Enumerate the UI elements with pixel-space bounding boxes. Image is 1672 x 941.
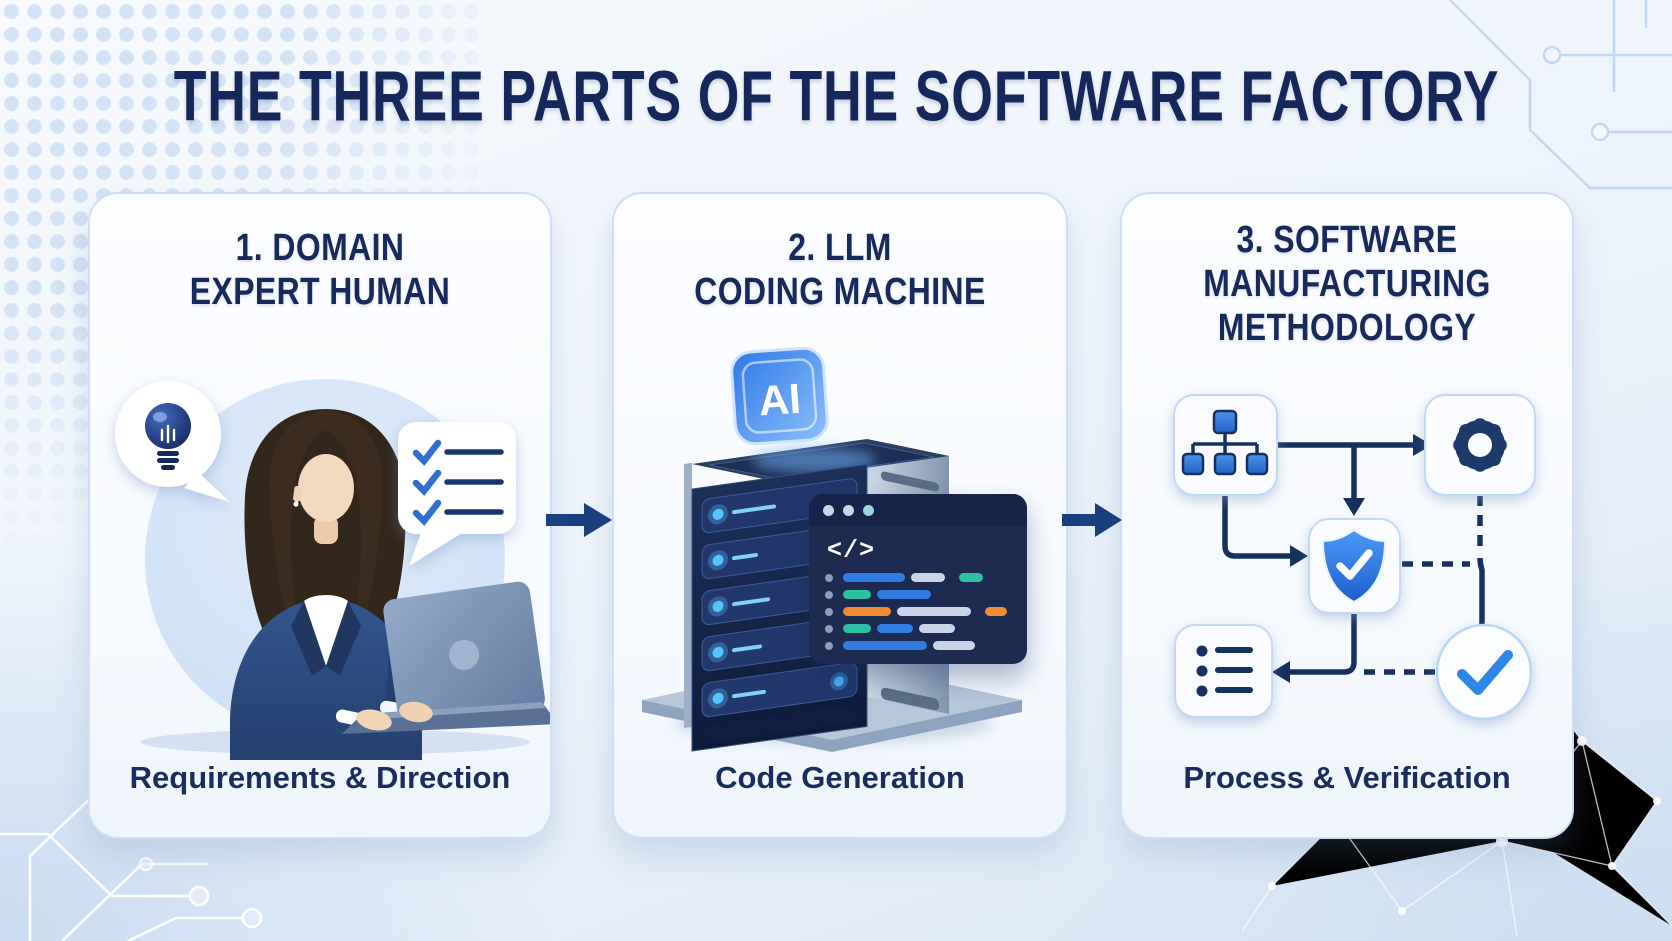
check-icon xyxy=(1457,650,1513,695)
code-editor-window: </> xyxy=(809,494,1027,664)
card3-heading: 3. SOFTWARE MANUFACTURING METHODOLOGY xyxy=(1203,219,1491,350)
card2-caption: Code Generation xyxy=(715,760,965,795)
ai-chip-icon: AI xyxy=(730,346,829,446)
code-lines xyxy=(825,573,1011,650)
window-dot-icon xyxy=(863,504,874,516)
code-line xyxy=(825,590,1011,599)
window-dot-icon xyxy=(843,504,854,516)
card3-caption: Process & Verification xyxy=(1183,760,1511,795)
flowchart-connectors xyxy=(1222,442,1485,675)
code-brackets-icon: </> xyxy=(827,536,876,565)
list-tile xyxy=(1174,624,1273,718)
card-domain-expert-human: 1. DOMAIN EXPERT HUMAN xyxy=(88,192,552,839)
card1-caption: Requirements & Direction xyxy=(129,760,511,795)
lightbulb-icon xyxy=(145,403,191,470)
gear-tile xyxy=(1424,394,1536,496)
card-software-manufacturing-methodology: 3. SOFTWARE MANUFACTURING METHODOLOGY xyxy=(1120,192,1574,839)
flow-arrow-1 xyxy=(546,503,612,537)
circuit-decoration-top-right xyxy=(1449,0,1672,190)
page-title: THE THREE PARTS OF THE SOFTWARE FACTORY xyxy=(173,56,1499,137)
hierarchy-tile xyxy=(1173,394,1278,496)
card-llm-coding-machine: 2. LLM CODING MACHINE xyxy=(612,192,1068,839)
code-line xyxy=(825,624,1011,633)
check-circle-tile xyxy=(1435,623,1533,721)
ai-chip-label: AI xyxy=(757,375,802,425)
code-line xyxy=(825,607,1011,616)
shield-check-icon xyxy=(1321,528,1387,604)
hierarchy-icon xyxy=(1181,409,1269,476)
flowchart-arrowheads xyxy=(1272,434,1432,683)
list-icon xyxy=(1196,645,1253,697)
flow-arrow-2 xyxy=(1062,503,1122,537)
card2-heading: 2. LLM CODING MACHINE xyxy=(694,227,986,314)
shield-tile xyxy=(1308,518,1401,614)
window-dot-icon xyxy=(823,504,834,516)
gear-icon xyxy=(1453,418,1507,472)
woman-figure xyxy=(230,409,422,760)
code-window-header xyxy=(809,494,1027,526)
card1-heading: 1. DOMAIN EXPERT HUMAN xyxy=(189,227,451,314)
methodology-flowchart xyxy=(1173,394,1536,721)
laptop xyxy=(342,581,550,734)
code-line xyxy=(825,641,1011,650)
woman-at-laptop-illustration xyxy=(115,379,550,760)
checklist-icon xyxy=(412,439,504,526)
code-line xyxy=(825,573,1011,582)
